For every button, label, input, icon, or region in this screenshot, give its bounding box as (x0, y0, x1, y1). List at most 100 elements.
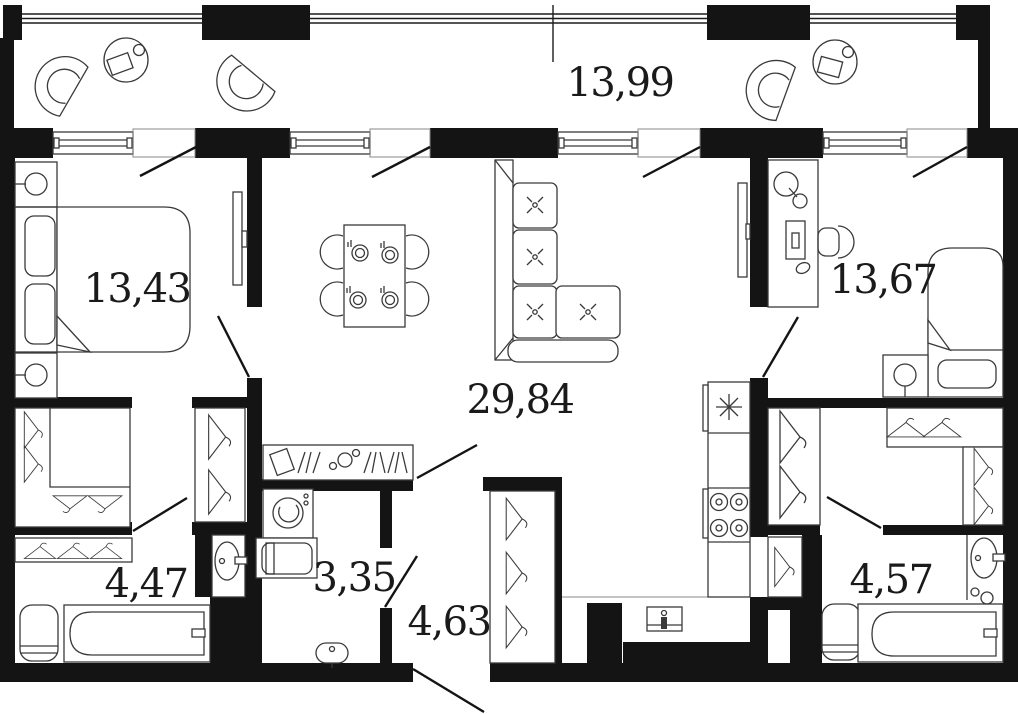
balcony-door-threshold (637, 128, 701, 158)
sideboard-icon (262, 444, 414, 481)
coffee-table-icon (812, 39, 858, 85)
door-swing (216, 315, 251, 378)
door-swing (383, 555, 419, 608)
chair-icon (319, 281, 344, 317)
faucet-icon (983, 628, 998, 638)
door-swing (761, 316, 800, 378)
wall (247, 158, 262, 307)
pillow-icon (937, 359, 997, 389)
door-swing (371, 145, 431, 179)
balcony: 13,99 (21, 5, 956, 129)
toilet-icon (315, 642, 349, 668)
door-swing (416, 443, 478, 480)
door-swing (132, 496, 188, 533)
balcony-door-threshold (906, 128, 968, 158)
wall (192, 397, 248, 408)
chair-icon (319, 234, 344, 270)
wall (3, 5, 22, 40)
wall (195, 535, 212, 597)
room-label-living: 29,84 (466, 377, 573, 423)
bathroom-2: 4,57 (821, 535, 1006, 663)
room-label-bedroom-1: 13,43 (83, 266, 190, 312)
room-label-balcony: 13,99 (566, 60, 673, 106)
wall (192, 522, 248, 535)
bathroom-1: 4,47 (14, 496, 248, 663)
wall (802, 535, 822, 597)
wall (0, 663, 413, 682)
balcony-door-threshold (369, 128, 431, 158)
wall (210, 597, 262, 663)
desk-icon (767, 159, 819, 308)
openings (52, 128, 968, 179)
counter-edge (702, 488, 709, 539)
sink-icon (966, 535, 1006, 605)
entrance-door-swing (412, 667, 485, 714)
bathtub-icon (857, 603, 1004, 663)
lounge-chair-icon (735, 51, 813, 129)
laundry-wc: 3,35 (255, 444, 419, 668)
wall (430, 128, 558, 158)
lounge-chair-icon (27, 50, 99, 122)
coat-niche (767, 536, 803, 598)
wall (768, 597, 820, 610)
counter-edge (702, 384, 709, 432)
electrical-panel-icon (646, 606, 683, 632)
coffee-table-icon (103, 37, 149, 83)
wall (1003, 158, 1018, 682)
washing-machine-icon (262, 488, 314, 539)
wall (956, 5, 990, 40)
door-swing (139, 145, 197, 178)
wall (587, 603, 622, 663)
dining-table-icon (319, 224, 430, 328)
wall (195, 128, 290, 158)
tv-mount (745, 223, 751, 240)
door-swing (912, 145, 968, 179)
wall (750, 158, 768, 307)
toilet-icon (19, 604, 59, 662)
wall (0, 128, 53, 158)
wall (750, 378, 768, 537)
lounge-chair-icon (213, 51, 278, 115)
bedroom-2: 13,67 (737, 159, 1004, 398)
chair-icon (405, 281, 430, 317)
monitor-icon (785, 220, 806, 260)
room-label-laundry: 3,35 (312, 555, 395, 601)
bedroom-1: 13,43 (14, 161, 251, 528)
wall (490, 663, 1018, 682)
wall (623, 642, 768, 663)
chair-icon (405, 234, 430, 270)
lamp-icon (24, 363, 48, 387)
blanket-fold (927, 318, 952, 352)
wall (483, 477, 562, 491)
bed-icon (14, 206, 191, 354)
wall (0, 397, 132, 408)
wall (700, 128, 823, 158)
kitchen-sink-icon (716, 394, 742, 420)
walk-in-closet (14, 407, 131, 528)
wall (380, 491, 392, 548)
door-swing (642, 145, 701, 179)
window (557, 131, 639, 155)
wall (258, 479, 413, 491)
closets-right (767, 407, 1004, 598)
wall (380, 608, 392, 663)
wardrobe (489, 490, 556, 664)
wall (0, 38, 14, 130)
room-label-hallway: 4,63 (407, 599, 490, 645)
lamp-icon (773, 171, 799, 197)
tv-mount (241, 230, 248, 248)
wall (768, 398, 1018, 408)
wall (883, 525, 1018, 535)
laundry-sink-icon (255, 537, 318, 579)
hallway: 4,63 (407, 443, 708, 714)
wall (0, 158, 15, 682)
sink-icon (211, 534, 248, 598)
bathtub-icon (63, 604, 211, 663)
room-label-bathroom-1: 4,47 (104, 561, 187, 607)
wardrobe (194, 407, 246, 523)
window (289, 131, 371, 155)
towel-rail (14, 537, 133, 563)
walls (0, 5, 1018, 682)
window (822, 131, 908, 155)
